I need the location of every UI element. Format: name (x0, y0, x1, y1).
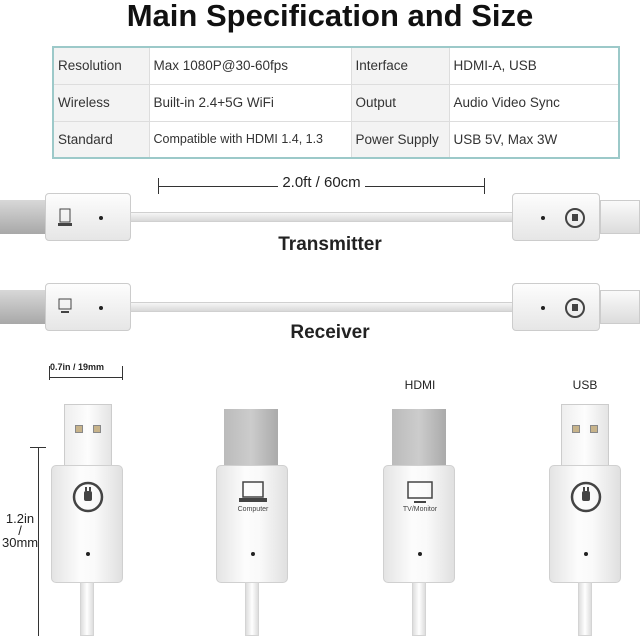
led-dot (418, 552, 422, 556)
transmitter-label: Transmitter (278, 234, 382, 255)
spec-key: Output (350, 83, 450, 122)
led-dot (541, 216, 545, 220)
led-dot (99, 216, 103, 220)
spec-key: Wireless (52, 83, 150, 122)
power-plug-icon (565, 208, 585, 228)
usb-pin (75, 425, 83, 433)
spec-key: Standard (52, 120, 150, 159)
spec-key: Interface (350, 46, 450, 85)
usb-pin (572, 425, 580, 433)
hdmi-label: HDMI (404, 378, 436, 392)
usb-plug-vertical (561, 404, 609, 468)
hdmi-plug (0, 290, 46, 324)
receiver-label: Receiver (290, 322, 370, 343)
transmitter-usb-body (512, 193, 600, 241)
hdmi-plug-vertical (392, 409, 446, 467)
width-dimension-line (49, 377, 122, 378)
spec-value: HDMI-A, USB (448, 46, 620, 85)
usb-pin (590, 425, 598, 433)
laptop-icon (239, 481, 267, 502)
dimension-tick (158, 178, 159, 194)
led-dot (99, 306, 103, 310)
length-label-wrap: 2.0ft / 60cm (158, 174, 485, 191)
receiver-usb-body (512, 283, 600, 331)
monitor-device-body: TV/Monitor (383, 465, 455, 583)
computer-icon (58, 208, 72, 226)
computer-device-body: Computer (216, 465, 288, 583)
usb-plug-vertical (64, 404, 112, 468)
length-label: 2.0ft / 60cm (278, 174, 365, 191)
spec-value: Compatible with HDMI 1.4, 1.3 (148, 120, 352, 159)
usb-pin (93, 425, 101, 433)
dimension-tick (122, 366, 123, 380)
table-row: Wireless Built-in 2.4+5G WiFi Output Aud… (52, 83, 620, 122)
spec-value: USB 5V, Max 3W (448, 120, 620, 159)
cable (412, 582, 426, 636)
usb-label: USB (572, 378, 598, 392)
spec-value: Max 1080P@30-60fps (148, 46, 352, 85)
receiver-hdmi-body (45, 283, 131, 331)
spec-key: Resolution (52, 46, 150, 85)
power-plug-icon (570, 481, 602, 513)
monitor-label: TV/Monitor (402, 506, 438, 513)
hdmi-plug-vertical (224, 409, 278, 467)
power-plug-icon (565, 298, 585, 318)
cable (245, 582, 259, 636)
height-label-sep: / (18, 523, 22, 538)
cable (80, 582, 94, 636)
usb-plug (600, 200, 640, 234)
page-title: Main Specification and Size (126, 0, 534, 33)
led-dot (86, 552, 90, 556)
usb-device-body (51, 465, 123, 583)
dimension-tick (30, 447, 46, 448)
transmitter-cable (130, 212, 514, 222)
width-label: 0.7in / 19mm (50, 362, 105, 372)
cable (578, 582, 592, 636)
table-row: Resolution Max 1080P@30-60fps Interface … (52, 46, 620, 85)
monitor-icon (407, 481, 433, 503)
height-label: 1.2in / 30mm (2, 511, 39, 550)
dimension-tick (484, 178, 485, 194)
spec-value: Built-in 2.4+5G WiFi (148, 83, 352, 122)
dimension-tick (49, 366, 50, 380)
led-dot (251, 552, 255, 556)
table-row: Standard Compatible with HDMI 1.4, 1.3 P… (52, 120, 620, 159)
usb-plug (600, 290, 640, 324)
led-dot (541, 306, 545, 310)
receiver-cable (130, 302, 514, 312)
spec-value: Audio Video Sync (448, 83, 620, 122)
spec-key: Power Supply (350, 120, 450, 159)
usb-device-body (549, 465, 621, 583)
spec-table: Resolution Max 1080P@30-60fps Interface … (52, 46, 620, 159)
computer-label: Computer (237, 506, 269, 513)
height-label-in: 1.2in (5, 511, 35, 526)
power-plug-icon (72, 481, 104, 513)
hdmi-plug (0, 200, 46, 234)
height-dimension-line (38, 447, 39, 636)
led-dot (584, 552, 588, 556)
monitor-icon (58, 298, 72, 313)
height-label-mm: 30mm (2, 535, 39, 550)
